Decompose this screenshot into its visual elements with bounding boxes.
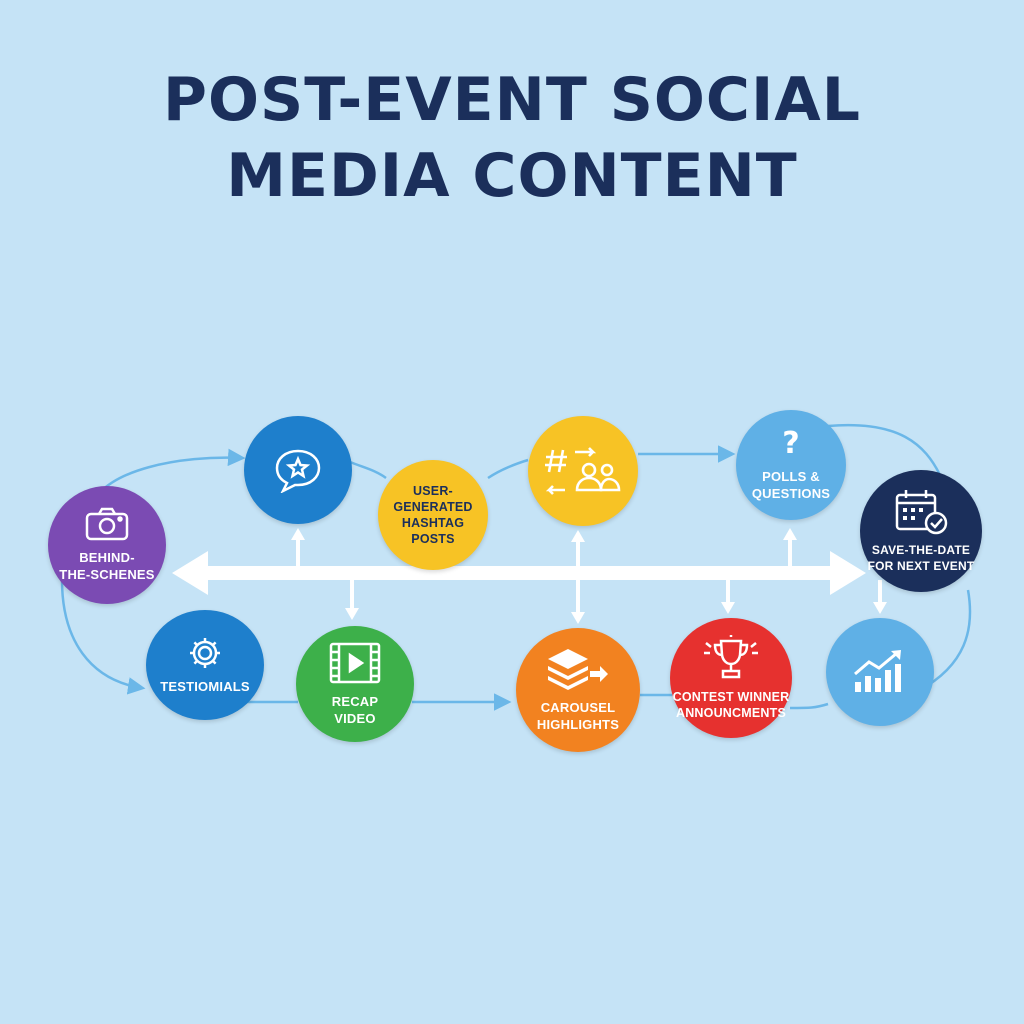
connector-contest-to-growth xyxy=(789,702,829,710)
node-review-chat xyxy=(244,416,352,524)
label-carousel-highlights: CAROUSEL HIGHLIGHTS xyxy=(536,700,620,732)
label-user-generated-hashtag-posts: USER- GENERATED HASHTAG POSTS xyxy=(393,484,473,546)
trophy-icon xyxy=(704,635,758,679)
label-recap-video: RECAP VIDEO xyxy=(331,694,379,726)
node-save-the-date: SAVE-THE-DATE FOR NEXT EVENT xyxy=(860,470,982,592)
label-testimonials: TESTIOMIALS xyxy=(160,678,250,694)
node-hashtag-community xyxy=(528,416,638,526)
page-title: POST-EVENT SOCIAL MEDIA CONTENT xyxy=(0,62,1024,214)
branch-down-growth-head xyxy=(873,602,887,614)
title-line-1: POST-EVENT SOCIAL xyxy=(163,65,861,135)
calendar-check-icon xyxy=(895,490,948,535)
node-growth-chart xyxy=(826,618,934,726)
connector-ugc-to-hashtag xyxy=(487,458,529,480)
video-play-icon xyxy=(329,642,381,684)
hashtag-people-icon xyxy=(545,447,621,495)
branch-down-recap-head xyxy=(345,608,359,620)
layers-arrow-icon xyxy=(548,649,608,690)
node-carousel-highlights: CAROUSEL HIGHLIGHTS xyxy=(516,628,640,752)
camera-icon xyxy=(85,507,129,541)
node-testimonials: TESTIOMIALS xyxy=(146,610,264,720)
main-arrow xyxy=(172,551,866,595)
node-recap-video: RECAP VIDEO xyxy=(296,626,414,742)
branch-up-polls-head xyxy=(783,528,797,540)
node-behind-the-scenes: BEHIND- THE-SCHENES xyxy=(48,486,166,604)
connector-bts-to-testimonials xyxy=(60,579,146,695)
branch-up-hashtag-head xyxy=(571,530,585,542)
label-contest-winner: CONTEST WINNER ANNOUNCMENTS xyxy=(672,690,790,720)
branch-up-chat-head xyxy=(291,528,305,540)
connector-chat-to-ugc xyxy=(349,460,387,480)
branch-arrows xyxy=(291,528,887,624)
node-contest-winner: CONTEST WINNER ANNOUNCMENTS xyxy=(670,618,792,738)
node-user-generated-hashtag-posts: USER- GENERATED HASHTAG POSTS xyxy=(378,460,488,570)
label-save-the-date: SAVE-THE-DATE FOR NEXT EVENT xyxy=(867,543,975,573)
label-polls-questions: POLLS & QUESTIONS xyxy=(751,469,831,501)
question-icon: ? xyxy=(782,426,800,461)
branch-down-contest-head xyxy=(721,602,735,614)
connector-growth-to-save xyxy=(919,589,972,692)
node-polls-questions: ? POLLS & QUESTIONS xyxy=(736,410,846,520)
label-behind-the-scenes: BEHIND- THE-SCHENES xyxy=(59,550,155,582)
connector-polls-to-save xyxy=(827,423,942,476)
gear-icon xyxy=(190,637,220,668)
growth-chart-icon xyxy=(854,650,901,692)
star-chat-icon xyxy=(275,449,321,493)
branch-down-carousel-head xyxy=(571,612,585,624)
title-line-2: MEDIA CONTENT xyxy=(226,141,798,211)
